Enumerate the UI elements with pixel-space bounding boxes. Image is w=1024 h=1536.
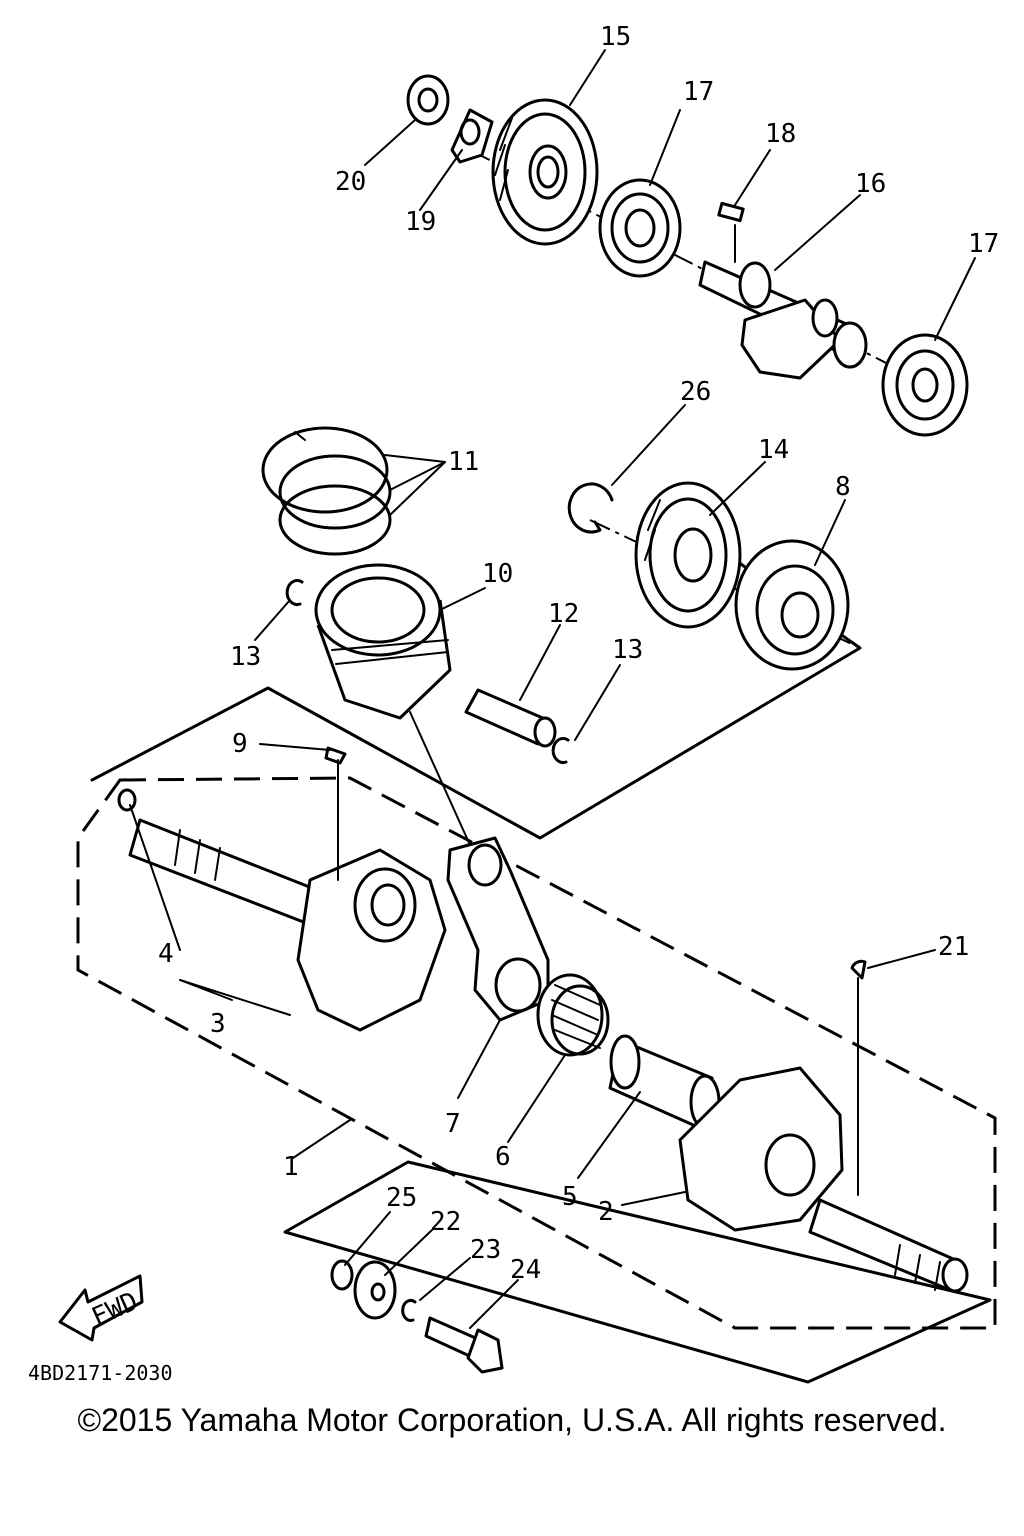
callout-15: 15 — [600, 22, 631, 52]
needle-bearing-6 — [536, 973, 610, 1057]
key-18 — [717, 201, 745, 223]
callout-16: 16 — [855, 169, 886, 199]
callout-5: 5 — [562, 1182, 578, 1212]
key-9 — [324, 746, 347, 765]
callout-26: 26 — [680, 377, 711, 407]
bearing-17-upper — [598, 178, 682, 278]
callout-7: 7 — [445, 1109, 461, 1139]
callout-14: 14 — [758, 435, 789, 465]
bolt-24 — [424, 1316, 504, 1374]
callout-1: 1 — [283, 1152, 299, 1182]
callout-3: 3 — [210, 1009, 226, 1039]
circlip-23 — [401, 1298, 417, 1322]
callout-9: 9 — [232, 729, 248, 759]
piston-rings-11 — [261, 426, 392, 556]
circlip-13-right — [551, 737, 570, 764]
forward-direction-arrow: FWD — [58, 1274, 144, 1342]
drawing-code: 4BD2171-2030 — [28, 1361, 173, 1385]
callout-17-upper: 17 — [683, 77, 714, 107]
exploded-parts-diagram: FWD — [28, 22, 999, 1385]
callout-6: 6 — [495, 1142, 511, 1172]
balancer-shaft-16 — [698, 260, 868, 380]
callout-2: 2 — [598, 1197, 614, 1227]
connecting-rod-7 — [446, 836, 550, 1022]
copyright-notice: ©2015 Yamaha Motor Corporation, U.S.A. A… — [77, 1402, 947, 1438]
piston-10 — [314, 563, 452, 720]
primary-drive-gear-14 — [634, 481, 742, 629]
callout-4: 4 — [158, 939, 174, 969]
callout-22: 22 — [430, 1207, 461, 1237]
o-ring-25 — [330, 1259, 354, 1291]
crankshaft-group-outline — [76, 776, 997, 1330]
bearing-8 — [734, 539, 850, 671]
callout-20: 20 — [335, 167, 366, 197]
key-21 — [850, 959, 867, 980]
callout-11: 11 — [448, 447, 479, 477]
callout-25: 25 — [386, 1183, 417, 1213]
nut-20 — [406, 74, 450, 126]
callout-17-right: 17 — [968, 229, 999, 259]
crank-left-3 — [128, 818, 447, 1032]
callout-23: 23 — [470, 1235, 501, 1265]
leader-lines — [129, 49, 976, 1329]
callout-8: 8 — [835, 472, 851, 502]
callout-12: 12 — [548, 599, 579, 629]
circlip-26 — [567, 482, 614, 534]
crank-pin-5 — [608, 1034, 721, 1130]
piston-pin-12 — [464, 688, 557, 748]
crank-right-2 — [678, 1066, 969, 1293]
balancer-gear-15 — [491, 98, 599, 246]
circlip-13-left — [285, 579, 304, 606]
callout-13-right: 13 — [612, 635, 643, 665]
callout-21: 21 — [938, 932, 969, 962]
callout-24: 24 — [510, 1255, 541, 1285]
callout-13-left: 13 — [230, 642, 261, 672]
washer-4 — [117, 788, 137, 812]
callout-19: 19 — [405, 207, 436, 237]
callout-labels: 15 17 18 16 17 20 19 26 11 14 8 10 12 13… — [158, 22, 999, 1285]
callout-18: 18 — [765, 119, 796, 149]
washer-22 — [353, 1260, 397, 1320]
washer-group-outline — [283, 1160, 992, 1384]
bearing-17-right — [881, 333, 969, 437]
callout-10: 10 — [482, 559, 513, 589]
